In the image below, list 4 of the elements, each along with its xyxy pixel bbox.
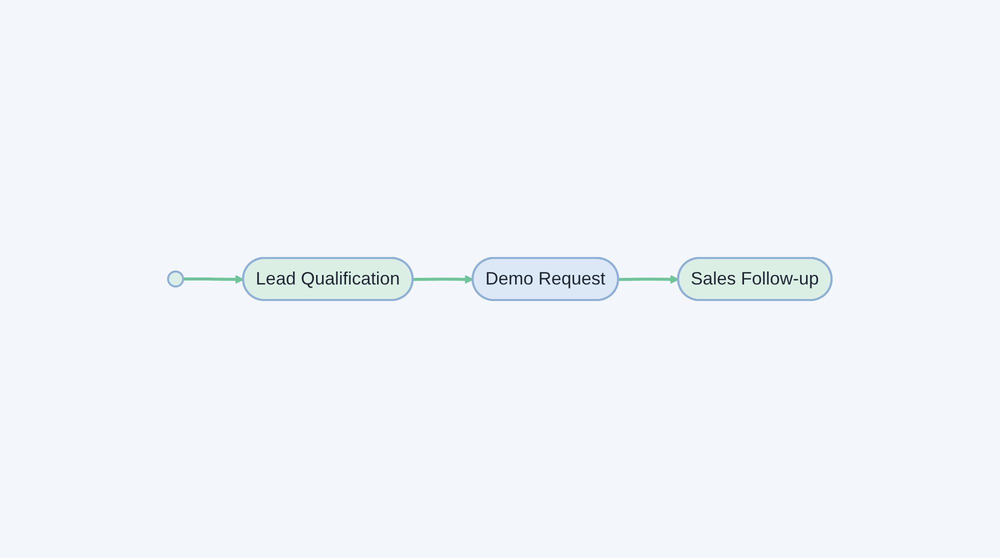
arrow (618, 274, 680, 284)
arrow (413, 274, 474, 284)
arrow (183, 274, 244, 284)
node-circle (167, 270, 184, 288)
